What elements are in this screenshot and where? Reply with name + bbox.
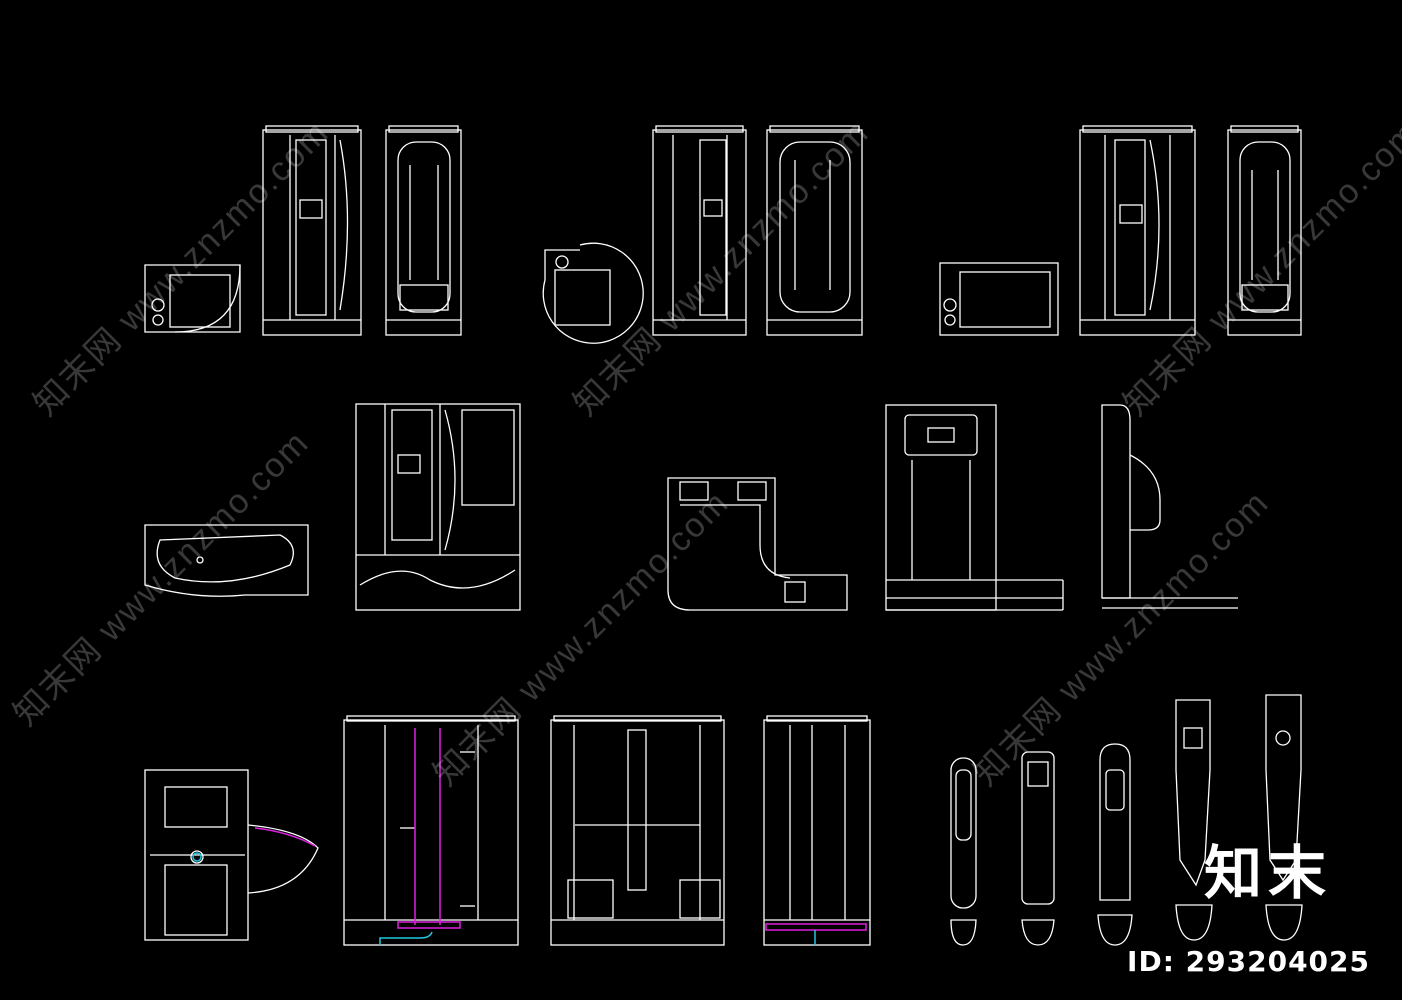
shower-tray-plan-round: [542, 242, 644, 344]
cabin-front-elevation-with-seat: [550, 715, 725, 946]
shower-column-2: [1021, 751, 1055, 946]
shower-cabin-front-elevation: [262, 125, 362, 336]
shower-column-3: [1097, 743, 1133, 946]
shower-column-5: [1265, 694, 1303, 941]
steam-cabin-front-elevation: [1079, 125, 1196, 336]
shower-panel-side-elevation: [1101, 404, 1238, 609]
bathtub-plan: [144, 524, 309, 597]
massage-cabin-side-elevation: [766, 125, 863, 336]
bath-cabin-combo-elevation: [355, 403, 521, 611]
massage-cabin-front-elevation: [652, 125, 747, 336]
corner-tray-plan-slatted: [667, 477, 848, 611]
cabin-front-elevation-with-pipes: [343, 715, 519, 946]
shower-tray-plan-quadrant: [144, 264, 241, 333]
cabin-plan-with-door-swing: [144, 769, 319, 941]
shower-column-4: [1175, 699, 1213, 941]
steam-cabin-side-elevation: [1227, 125, 1302, 336]
shower-cabin-side-elevation: [385, 125, 462, 336]
shower-panel-front-elevation: [885, 404, 1064, 611]
cabin-side-elevation-plain: [763, 715, 871, 946]
shower-tray-plan-rectangle: [939, 262, 1059, 336]
shower-column-1: [950, 757, 977, 946]
brand-logo: 知末: [1203, 839, 1332, 907]
image-id-label: ID: 293204025: [1127, 945, 1370, 978]
